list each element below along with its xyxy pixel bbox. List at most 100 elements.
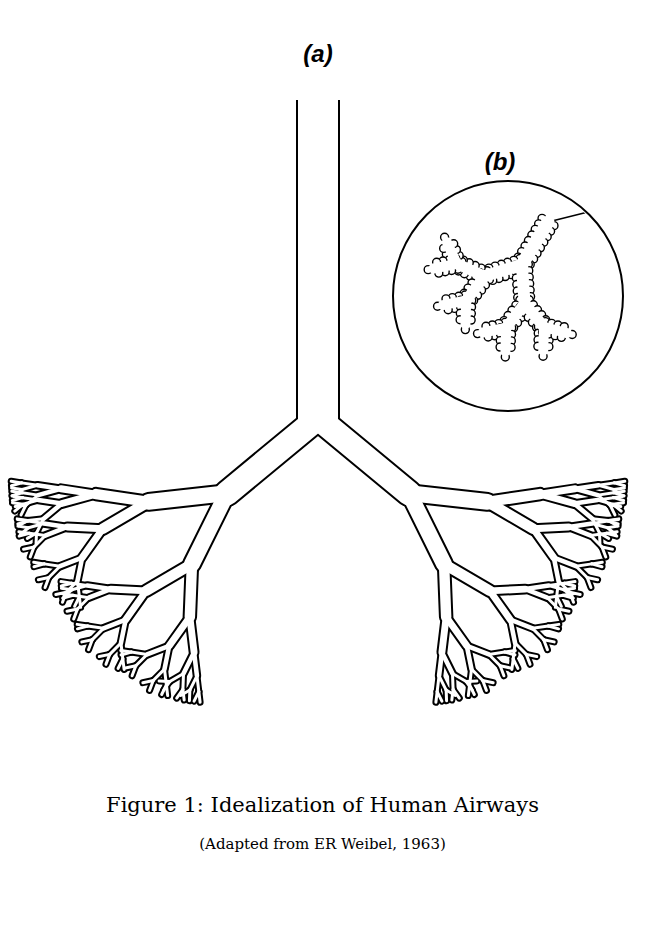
bronchus-outline bbox=[576, 566, 587, 577]
bronchus-lumen bbox=[544, 640, 548, 650]
bronchus-outline bbox=[592, 523, 607, 527]
bronchus-outline bbox=[608, 521, 618, 524]
bronchus-outline bbox=[442, 617, 446, 652]
alveolar-duct bbox=[500, 328, 511, 352]
figure-caption: Figure 1: Idealization of Human Airways bbox=[0, 793, 645, 817]
bronchus-lumen bbox=[613, 504, 621, 511]
bronchus-lumen bbox=[488, 502, 534, 529]
bronchus-lumen bbox=[181, 673, 185, 689]
bronchus-lumen bbox=[592, 523, 607, 527]
bronchus-lumen bbox=[45, 527, 67, 536]
bronchus-lumen bbox=[38, 500, 62, 504]
bronchus-lumen bbox=[11, 483, 21, 486]
bronchus-lumen bbox=[188, 690, 191, 701]
bronchus-lumen bbox=[559, 609, 563, 619]
bronchus-lumen bbox=[28, 523, 43, 527]
bronchus-lumen bbox=[34, 536, 45, 547]
bronchus-outline bbox=[488, 502, 534, 529]
bronchus-lumen bbox=[74, 609, 78, 619]
bronchus-lumen bbox=[77, 598, 88, 609]
bronchus-lumen bbox=[547, 598, 558, 609]
bronchus-lumen bbox=[602, 547, 606, 557]
bronchus-lumen bbox=[131, 652, 147, 654]
bronchus-lumen bbox=[548, 626, 558, 629]
bronchus-lumen bbox=[591, 536, 602, 547]
bronchus-lumen bbox=[442, 617, 446, 652]
bronchus-outline bbox=[574, 500, 598, 504]
bronchus-lumen bbox=[19, 533, 29, 536]
bronchus-lumen bbox=[483, 680, 487, 690]
bronchus-lumen bbox=[92, 628, 103, 639]
bronchus-lumen bbox=[15, 504, 23, 511]
bronchus-outline bbox=[437, 676, 439, 692]
bronchus-outline bbox=[548, 626, 558, 629]
bronchus-lumen bbox=[564, 583, 574, 586]
bronchus-lumen bbox=[613, 498, 623, 501]
bronchus-lumen bbox=[576, 564, 592, 566]
bronchus-lumen bbox=[77, 558, 82, 581]
bronchus-lumen bbox=[150, 680, 154, 690]
bronchus-outline bbox=[547, 598, 558, 609]
bronchus-outline bbox=[49, 566, 60, 577]
bronchus-outline bbox=[92, 628, 103, 639]
bronchus-outline bbox=[28, 523, 43, 527]
bronchus-lumen bbox=[587, 578, 591, 588]
bronchus-outline bbox=[23, 500, 38, 504]
bronchus-outline bbox=[564, 583, 574, 586]
bronchus-outline bbox=[533, 527, 568, 529]
bronchus-lumen bbox=[563, 595, 573, 598]
bronchiole-line bbox=[548, 206, 612, 222]
bronchus-outline bbox=[227, 418, 318, 493]
bronchus-lumen bbox=[533, 626, 549, 628]
bronchus-outline bbox=[103, 502, 149, 529]
bronchus-outline bbox=[569, 527, 591, 536]
bronchus-lumen bbox=[197, 676, 199, 692]
bronchus-lumen bbox=[121, 620, 126, 643]
alveolar-duct bbox=[434, 264, 457, 269]
bronchus-lumen bbox=[18, 521, 28, 524]
bronchus-lumen bbox=[38, 489, 61, 495]
bronchus-lumen bbox=[22, 485, 37, 489]
alveolar-duct bbox=[522, 265, 525, 304]
bronchus-lumen bbox=[607, 533, 617, 536]
bronchus-outline bbox=[22, 485, 37, 489]
bronchus-outline bbox=[126, 591, 147, 620]
bronchus-lumen bbox=[574, 504, 592, 519]
bronchus-lumen bbox=[62, 494, 96, 503]
bronchus-lumen bbox=[121, 652, 131, 655]
bronchus-lumen bbox=[540, 494, 574, 503]
bronchus-outline bbox=[525, 589, 547, 598]
bronchus-outline bbox=[490, 591, 511, 620]
bronchus-outline bbox=[574, 504, 592, 519]
alveolar-duct bbox=[544, 327, 567, 333]
bronchus-lumen bbox=[549, 586, 564, 590]
bronchus-lumen bbox=[554, 558, 559, 581]
bronchus-lumen bbox=[30, 547, 34, 557]
bronchus-lumen bbox=[437, 676, 439, 692]
bronchus-outline bbox=[190, 617, 194, 652]
source-note: (Adapted from ER Weibel, 1963) bbox=[0, 835, 645, 853]
bronchus-outline bbox=[34, 564, 44, 567]
bronchus-lumen bbox=[451, 673, 455, 689]
bronchus-outline bbox=[439, 652, 442, 676]
bronchus-outline bbox=[77, 626, 87, 629]
bronchus-outline bbox=[67, 527, 102, 529]
bronchus-outline bbox=[614, 483, 624, 486]
alveolar-duct bbox=[522, 222, 548, 265]
bronchus-outline bbox=[199, 692, 200, 703]
bronchus-outline bbox=[89, 589, 111, 598]
bronchus-lumen bbox=[592, 564, 602, 567]
bronchus-lumen bbox=[608, 521, 618, 524]
bronchus-lumen bbox=[199, 692, 200, 703]
bronchus-lumen bbox=[126, 591, 147, 620]
bronchus-outline bbox=[533, 529, 554, 558]
bronchus-lumen bbox=[489, 654, 500, 665]
bronchus-lumen bbox=[103, 502, 149, 529]
bronchus-outline bbox=[62, 494, 96, 503]
bronchus-lumen bbox=[439, 652, 442, 676]
bronchus-lumen bbox=[318, 418, 409, 493]
bronchus-lumen bbox=[190, 564, 192, 617]
bronchus-lumen bbox=[445, 690, 448, 701]
bronchus-lumen bbox=[132, 666, 136, 676]
